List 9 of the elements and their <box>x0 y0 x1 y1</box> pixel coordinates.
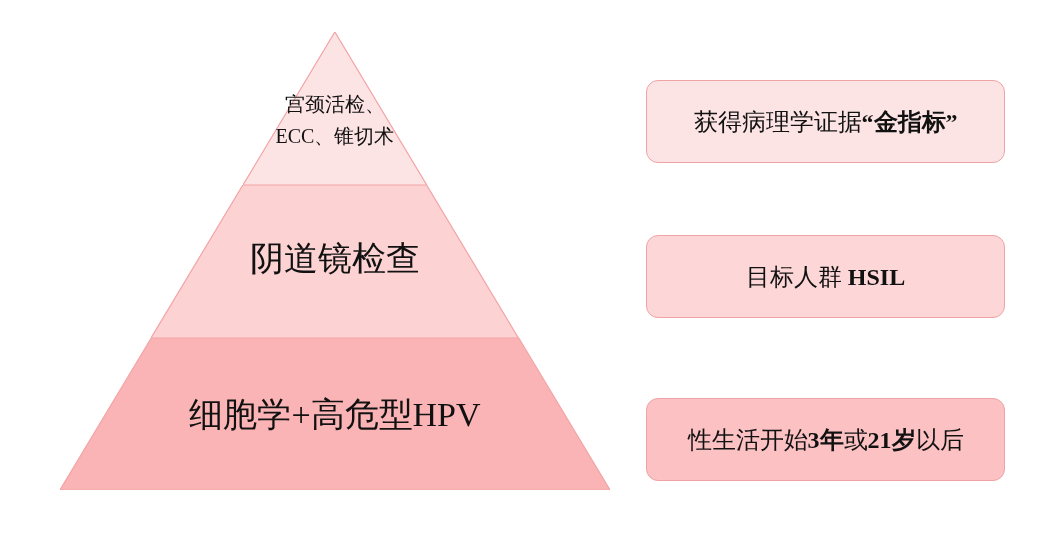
info-card <box>646 235 1005 318</box>
tier-label: 细胞学+高危型HPV <box>188 395 482 435</box>
card-text: 获得病理学证据“金指标” <box>693 107 958 137</box>
tier-label: 宫颈活检、ECC、锥切术 <box>274 92 396 149</box>
tier-label: 阴道镜检查 <box>249 239 421 279</box>
card-text: 目标人群 HSIL <box>745 262 906 292</box>
card-text: 性生活开始3年或21岁以后 <box>687 425 964 455</box>
info-card <box>646 80 1005 163</box>
info-card <box>646 398 1005 481</box>
